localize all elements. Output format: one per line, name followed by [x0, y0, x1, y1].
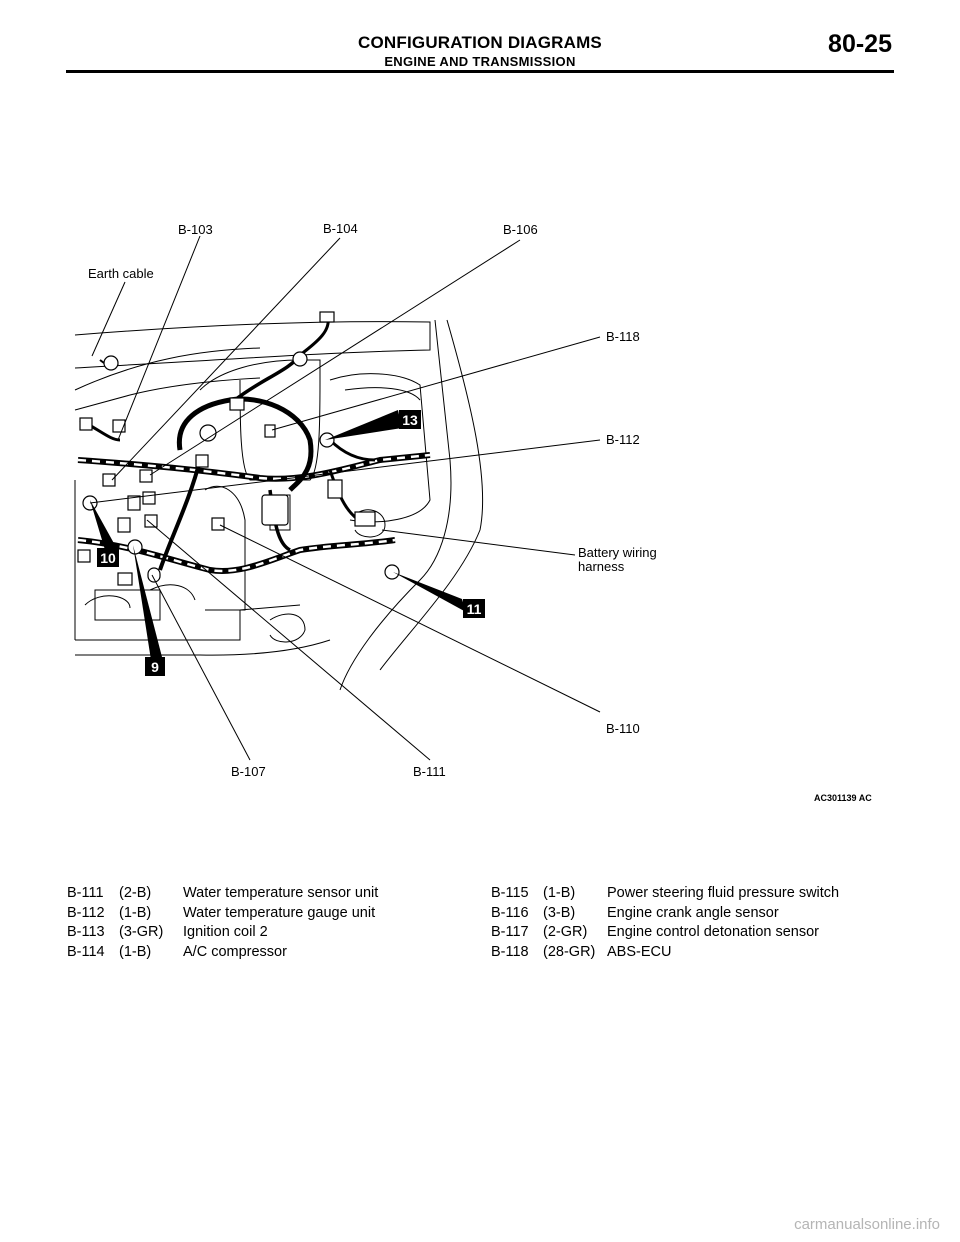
legend-name: Power steering fluid pressure switch — [607, 885, 840, 901]
label-b112: B-112 — [606, 432, 640, 447]
badge-10 — [97, 548, 119, 567]
label-battery-wiring: Battery wiring — [578, 545, 657, 560]
page-number: 80-25 — [828, 30, 892, 58]
label-earth-cable: Earth cable — [88, 266, 154, 281]
leader-lines — [89, 235, 601, 761]
legend-spec: (28-GR) — [543, 943, 596, 960]
label-battery-harness: harness — [578, 559, 625, 574]
legend-spec: (1-B) — [119, 943, 152, 960]
legend-spec: (2-GR) — [543, 924, 588, 940]
badge-9-text: 9 — [151, 659, 159, 675]
label-b104: B-104 — [323, 221, 358, 236]
legend-row: B-113 (3-GR) Ignition coil 2 — [67, 923, 378, 943]
legend-spec: (1-B) — [119, 904, 152, 921]
legend-row: B-112 (1-B) Water temperature gauge unit — [67, 904, 378, 924]
legend-code: B-115 — [491, 885, 529, 901]
legend-left: B-111(2-B)Water temperature sensor unit … — [67, 884, 378, 962]
legend-name: Water temperature gauge unit — [183, 904, 376, 921]
legend-row: B-117 (2-GR) Engine control detonation sen… — [491, 923, 839, 943]
legend-name: Ignition coil 2 — [183, 924, 268, 940]
legend-code: B-116 — [491, 904, 529, 921]
label-b107: B-107 — [231, 764, 266, 779]
label-b111: B-111 — [413, 764, 446, 779]
badge-9 — [145, 657, 165, 676]
engine-bay-outline — [74, 319, 484, 691]
label-b103: B-103 — [178, 222, 213, 237]
legend-row: B-116 (3-B) Engine crank angle sensor — [491, 904, 839, 924]
badge-13 — [399, 410, 421, 429]
legend-name: A/C compressor — [183, 943, 287, 960]
legend-code: B-111 — [67, 885, 104, 901]
badge-10-text: 10 — [100, 550, 116, 566]
legend-name: Engine crank angle sensor — [607, 904, 779, 921]
badge-11-text: 11 — [467, 601, 482, 617]
legend-spec: (2-B) — [119, 885, 152, 901]
legend-row: B-111 (2-B) Water temperature sensor unit — [67, 884, 378, 904]
engine-harness-diagram: 13 10 11 9 B-103 B-104 B-106 Earth cable… — [74, 221, 657, 779]
legend-spec: (1-B) — [543, 885, 576, 901]
page-subtitle: ENGINE AND TRANSMISSION — [384, 54, 576, 69]
label-b106: B-106 — [503, 222, 538, 237]
page-title: CONFIGURATION DIAGRAMS — [358, 33, 602, 52]
figure-reference: AC301139 AC — [814, 793, 872, 803]
legend-row: B-114 (1-B) A/C compressor — [67, 943, 378, 963]
legend-spec: (3-B) — [543, 904, 576, 921]
label-b118: B-118 — [606, 329, 640, 344]
legend-code: B-112 — [67, 904, 105, 921]
legend-name: Engine control detonation sensor — [607, 924, 820, 940]
pointer-wedges — [90, 410, 466, 660]
legend-name: ABS-ECU — [607, 943, 672, 960]
legend-code: B-117 — [491, 924, 529, 940]
legend-code: B-113 — [67, 924, 105, 940]
connectors — [77, 311, 400, 586]
label-b110: B-110 — [606, 721, 640, 736]
legend-spec: (3-GR) — [119, 924, 164, 940]
wiring-harness — [77, 317, 431, 574]
legend-name: Water temperature sensor unit — [183, 885, 379, 901]
legend-code: B-114 — [67, 943, 105, 960]
legend-row: B-118 (28-GR) ABS-ECU — [491, 943, 839, 963]
badge-11 — [463, 599, 485, 618]
legend-row: B-115 (1-B) Power steering fluid pressure … — [491, 884, 839, 904]
legend-right: B-115 (1-B) Power steering fluid pressure … — [491, 884, 839, 962]
header-rule — [66, 70, 894, 73]
footer-watermark: carmanualsonline.info — [794, 1216, 940, 1233]
legend-code: B-118 — [491, 943, 529, 960]
badge-13-text: 13 — [402, 412, 418, 428]
